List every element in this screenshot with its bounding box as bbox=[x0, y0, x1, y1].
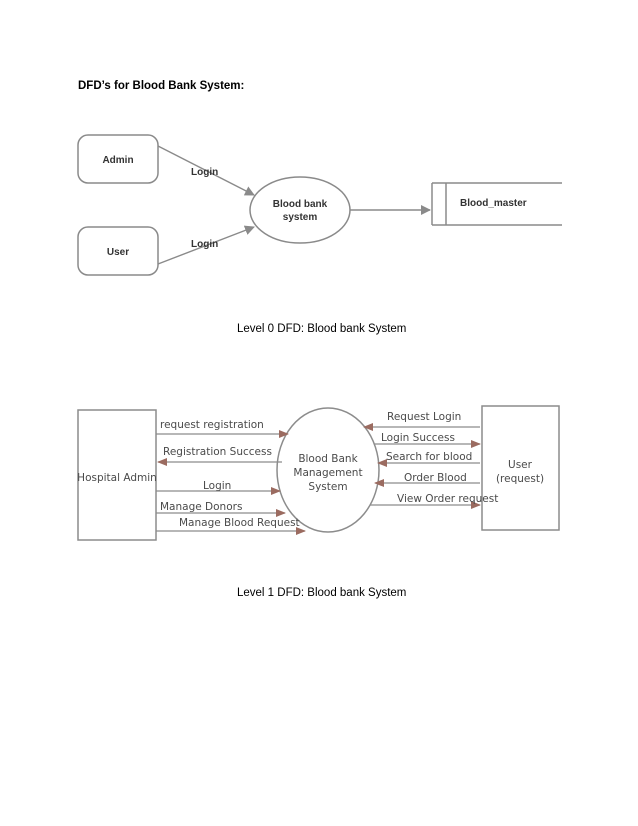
login-success-label: Login Success bbox=[381, 432, 455, 444]
process-label-line2: system bbox=[283, 212, 318, 223]
admin-label: Admin bbox=[102, 155, 133, 166]
login-label: Login bbox=[203, 480, 231, 492]
hospital-admin-label: Hospital Admin bbox=[77, 472, 157, 484]
bbms-process bbox=[276, 407, 380, 533]
admin-login-arrow bbox=[157, 145, 255, 196]
manage-blood-request-label: Manage Blood Request bbox=[179, 517, 300, 529]
level1-diagram: Hospital Admin User (request) Blood Bank… bbox=[77, 405, 560, 541]
bbms-label-line1: Blood Bank bbox=[298, 453, 358, 465]
user-label: User bbox=[107, 247, 129, 258]
view-order-request-label: View Order request bbox=[397, 493, 498, 505]
request-login-label: Request Login bbox=[387, 411, 461, 423]
bbms-label-line2: Management bbox=[293, 467, 362, 479]
user-entity bbox=[77, 226, 159, 276]
user-request-label-line2: (request) bbox=[496, 473, 544, 485]
hospital-admin-entity bbox=[77, 409, 157, 541]
blood-master-store bbox=[431, 182, 562, 226]
search-for-blood-label: Search for blood bbox=[386, 451, 472, 463]
user-login-label: Login bbox=[191, 239, 218, 250]
order-blood-label: Order Blood bbox=[404, 472, 467, 484]
level0-diagram: Admin User Blood bank system Blood_maste… bbox=[77, 134, 562, 276]
request-registration-label: request registration bbox=[160, 419, 264, 431]
user-request-entity bbox=[481, 405, 560, 531]
admin-entity bbox=[77, 134, 159, 184]
page-heading: DFD’s for Blood Bank System: bbox=[78, 80, 245, 92]
level0-caption: Level 0 DFD: Blood bank System bbox=[237, 323, 407, 335]
user-request-label-line1: User bbox=[508, 459, 533, 471]
registration-success-label: Registration Success bbox=[163, 446, 272, 458]
bbms-label-line3: System bbox=[308, 481, 347, 493]
admin-login-label: Login bbox=[191, 167, 218, 178]
store-label: Blood_master bbox=[460, 198, 527, 209]
user-login-arrow bbox=[157, 225, 255, 265]
level1-caption: Level 1 DFD: Blood bank System bbox=[237, 587, 407, 599]
manage-donors-label: Manage Donors bbox=[160, 501, 242, 513]
process-label-line1: Blood bank bbox=[273, 199, 328, 210]
